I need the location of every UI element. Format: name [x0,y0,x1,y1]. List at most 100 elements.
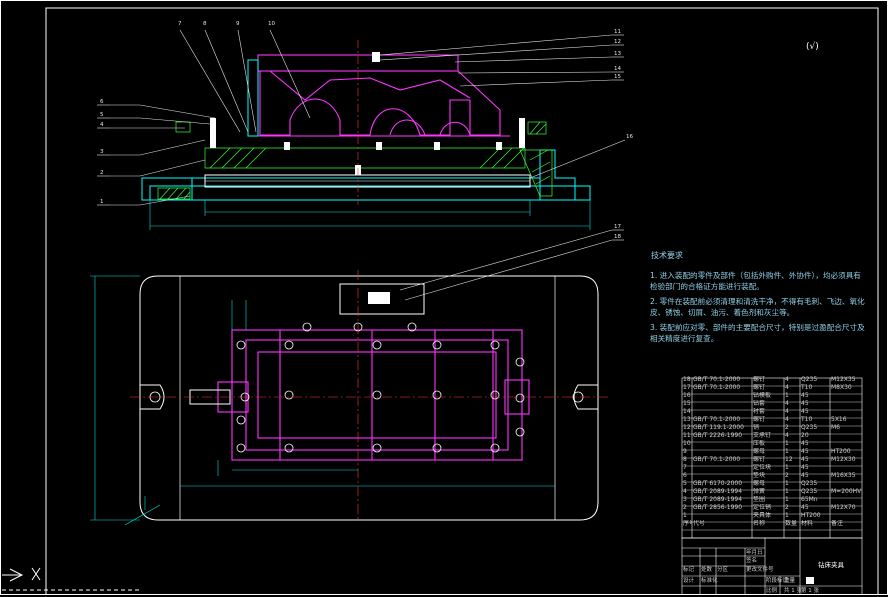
bom-cell-qty: 2 [785,504,789,511]
top-view [90,270,610,526]
bom-cell-name: 弹簧 [753,488,766,495]
bom-cell-no: 6 [683,472,687,479]
title-block-cell: 年月日 [746,550,763,556]
bom-cell-qty: 1 [785,464,789,471]
bom-cell-std: GB/T 2856-1990 [693,504,743,511]
bom-cell-no: 2 [683,504,687,511]
bom-header-std: 代号 [693,520,706,527]
title-block-grid [681,537,863,595]
bom-cell-name: 压板 [753,440,766,447]
ucs-axis-icon [2,567,140,591]
tech-requirements-title: 技术要求 [651,251,683,260]
bom-cell-note: M16X35 [831,472,856,479]
bom-cell-mat: HT200 [801,512,821,519]
title-block-cell: 更改文件号 [746,567,774,573]
bom-cell-no: 17 [683,384,691,391]
bom-cell-note: M12X35 [831,376,856,383]
bom-cell-mat: Q235 [801,376,818,383]
bom-cell-std: GB/T 2089-1994 [693,496,743,503]
bom-cell-no: 7 [683,464,687,471]
bom-cell-mat: T10 [801,384,813,391]
bom-cell-no: 4 [683,488,687,495]
bom-cell-no: 18 [683,376,691,383]
bom-cell-mat: 45 [801,392,809,399]
title-block-cell: 签名 [746,558,758,564]
title-block-cell: 分区 [717,567,729,573]
balloon-8: 8 [203,21,207,27]
bom-cell-name: 定位块 [753,464,772,471]
bom-cell-no: 16 [683,392,691,399]
bom-cell-std: GB/T 119.1-2000 [693,424,744,431]
bom-cell-name: 定位销 [753,504,772,511]
bom-cell-qty: 4 [785,432,789,439]
bom-cell-name: 钻模板 [753,392,772,399]
bom-cell-qty: 1 [785,488,789,495]
balloon-7: 7 [178,21,182,27]
bom-cell-name: 垫圈 [753,496,766,503]
bom-cell-qty: 1 [785,512,789,519]
title-block-cell: 标记 [683,567,695,573]
bom-cell-note: M12X70 [831,504,856,511]
bom-cell-no: 13 [683,416,691,423]
bom-cell-mat: 45 [801,504,809,511]
bom-cell-qty: 1 [785,440,789,447]
bom-cell-name: 支承钉 [753,432,772,439]
bom-cell-name: 夹具体 [753,512,772,519]
bom-cell-qty: 4 [785,400,789,407]
title-block-cell: 重量 [784,578,796,584]
bom-cell-mat: 45 [801,464,809,471]
bom-cell-std: GB/T 70.1-2000 [693,416,741,423]
bom-cell-std: GB/T 70.1-2000 [693,456,741,463]
balloon-10: 10 [268,21,275,27]
bom-cell-note: M=200HV [831,488,862,495]
title-block-cell: 阶段标记 [766,578,789,584]
title-block-cell: 设计 [683,578,695,584]
tech-requirement-3: 3. 装配前应对零、部件的主要配合尺寸，特别是过盈配合尺寸及相关精度进行复查。 [650,323,865,343]
bom-cell-qty: 1 [785,496,789,503]
bom-cell-std: GB/T 70.1-2000 [693,376,741,383]
balloon-14: 14 [614,66,621,72]
bom-cell-std: GB/T 6170-2000 [693,480,743,487]
title-block-cell: 共 1 张 [784,588,802,594]
bom-cell-no: 10 [683,440,691,447]
bom-cell-qty: 1 [785,480,789,487]
bom-cell-mat: 45 [801,400,809,407]
bom-cell-name: 螺钉 [753,384,766,391]
bom-cell-qty: 1 [785,448,789,455]
bom-cell-no: 8 [683,456,687,463]
bom-cell-mat: T10 [801,416,813,423]
bom-cell-no: 5 [683,480,687,487]
balloon-16: 16 [626,134,633,140]
bom-header-no: 序号 [683,520,692,527]
balloon-17: 17 [614,224,621,230]
bom-cell-note: HT200 [831,448,851,455]
tech-requirement-2: 2. 零件在装配前必须清理和清洗干净，不得有毛刺、飞边、氧化皮、锈蚀、切屑、油污… [650,297,865,317]
bom-cell-mat: Q235 [801,480,818,487]
balloon-11: 11 [614,29,621,35]
balloon-12: 12 [614,39,621,45]
bom-header-name: 名称 [753,520,766,527]
bom-cell-no: 14 [683,408,691,415]
front-view [97,29,626,301]
bom-cell-no: 3 [683,496,687,503]
tech-requirement-1: 1. 进入装配的零件及部件（包括外购件、外协件），均必须具有检验部门的合格证方能… [650,271,861,291]
bom-cell-mat: Q235 [801,488,818,495]
bom-cell-no: 9 [683,448,687,455]
balloon-18: 18 [614,234,621,240]
bom-cell-name: 螺钉 [753,416,766,423]
balloon-3: 3 [100,149,104,155]
balloon-5: 5 [100,112,104,118]
balloon-13: 13 [614,51,621,57]
bom-cell-name: 钻套 [753,400,766,407]
title-block-cell: 比例 [766,588,778,594]
balloon-9: 9 [236,21,240,27]
balloon-1: 1 [100,199,104,205]
bom-header-note: 备注 [831,520,844,527]
surface-roughness-symbol: (√) [806,42,819,52]
bom-cell-mat: 20 [801,432,809,439]
bom-header-qty: 数量 [785,520,798,527]
bom-cell-mat: 45 [801,448,809,455]
balloon-15: 15 [614,74,621,80]
drawing-frame [45,7,879,595]
